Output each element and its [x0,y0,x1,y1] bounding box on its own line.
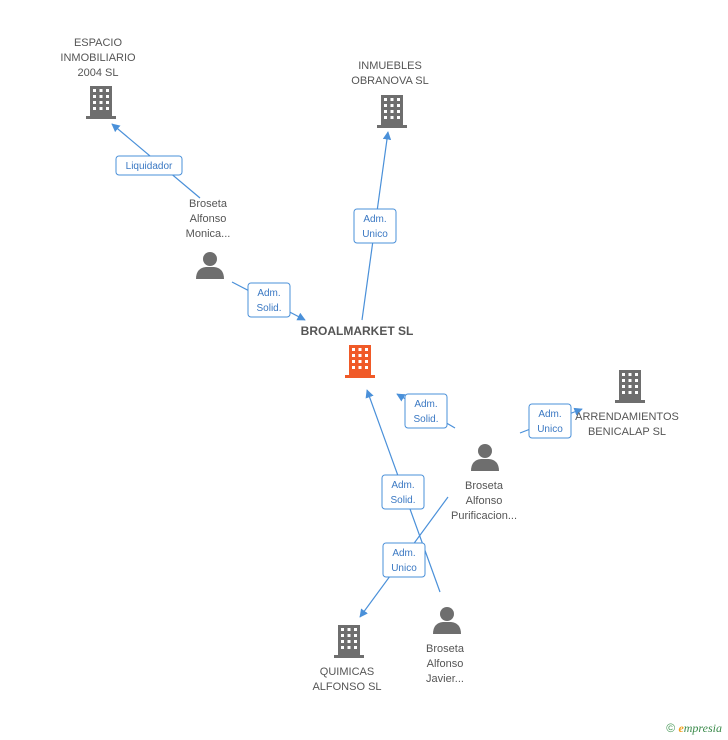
node-label: Alfonso [466,495,503,507]
node-label: BROALMARKET SL [301,324,414,338]
node-javier[interactable]: Broseta Alfonso Javier... [426,607,465,685]
node-quimicas[interactable]: QUIMICAS ALFONSO SL [312,625,382,693]
edge-label-adm-solid-monica[interactable]: Adm. Solid. [247,282,291,318]
node-espacio[interactable]: ESPACIO INMOBILIARIO 2004 SL [60,37,136,119]
edge-text: Adm. [392,548,415,559]
edge-text: Unico [537,424,563,435]
node-label: Broseta [426,643,465,655]
edge-text: Solid. [390,495,415,506]
node-label: ARRENDAMIENTOS [575,411,679,423]
building-icon [377,95,407,128]
node-label: INMUEBLES [358,60,422,72]
edge-label-adm-unico-inmuebles[interactable]: Adm. Unico [353,208,397,244]
person-icon [196,252,224,279]
node-label: QUIMICAS [320,666,374,678]
node-label: Alfonso [190,213,227,225]
node-label: Monica... [186,228,231,240]
footer-brand: © empresia [666,721,722,736]
node-label: ALFONSO SL [312,681,381,693]
node-monica[interactable]: Broseta Alfonso Monica... [186,198,231,279]
edge-label-adm-solid-purificacion[interactable]: Adm. Solid. [404,393,448,429]
edge-text: Solid. [256,303,281,314]
edge-text: Solid. [413,414,438,425]
edge-label-adm-solid-javier[interactable]: Adm. Solid. [381,474,425,510]
edge-lines [111,123,583,618]
node-label: INMOBILIARIO [60,52,136,64]
edge-text: Adm. [363,214,386,225]
building-icon [86,86,116,119]
edge-label-adm-unico-quimicas[interactable]: Adm. Unico [382,542,426,578]
node-label: Javier... [426,673,464,685]
node-label: OBRANOVA SL [351,75,428,87]
node-label: ESPACIO [74,37,123,49]
building-icon [334,625,364,658]
edge-text: Adm. [538,409,561,420]
node-label: Purificacion... [451,510,517,522]
person-icon [433,607,461,634]
copyright-icon: © [666,721,676,735]
node-label: Broseta [465,480,504,492]
edge-text: Unico [362,229,388,240]
building-icon [615,370,645,403]
edge-text: Liquidador [126,161,173,172]
node-inmuebles[interactable]: INMUEBLES OBRANOVA SL [351,60,429,128]
edge-label-liquidador[interactable]: Liquidador [115,155,183,176]
node-label: Alfonso [427,658,464,670]
edge-text: Adm. [257,288,280,299]
edge-text: Unico [391,563,417,574]
brand-logo: empresia [678,721,722,735]
edge-text: Adm. [414,399,437,410]
node-arrendamientos[interactable]: ARRENDAMIENTOS BENICALAP SL [575,370,679,438]
edge-label-adm-unico-arrendamientos[interactable]: Adm. Unico [528,403,572,439]
node-label: Broseta [189,198,228,210]
person-icon [471,444,499,471]
node-label: 2004 SL [78,67,119,79]
node-purificacion[interactable]: Broseta Alfonso Purificacion... [451,444,517,522]
building-icon [345,345,375,378]
node-label: BENICALAP SL [588,426,666,438]
edge-text: Adm. [391,480,414,491]
node-broalmarket[interactable]: BROALMARKET SL [301,324,414,378]
